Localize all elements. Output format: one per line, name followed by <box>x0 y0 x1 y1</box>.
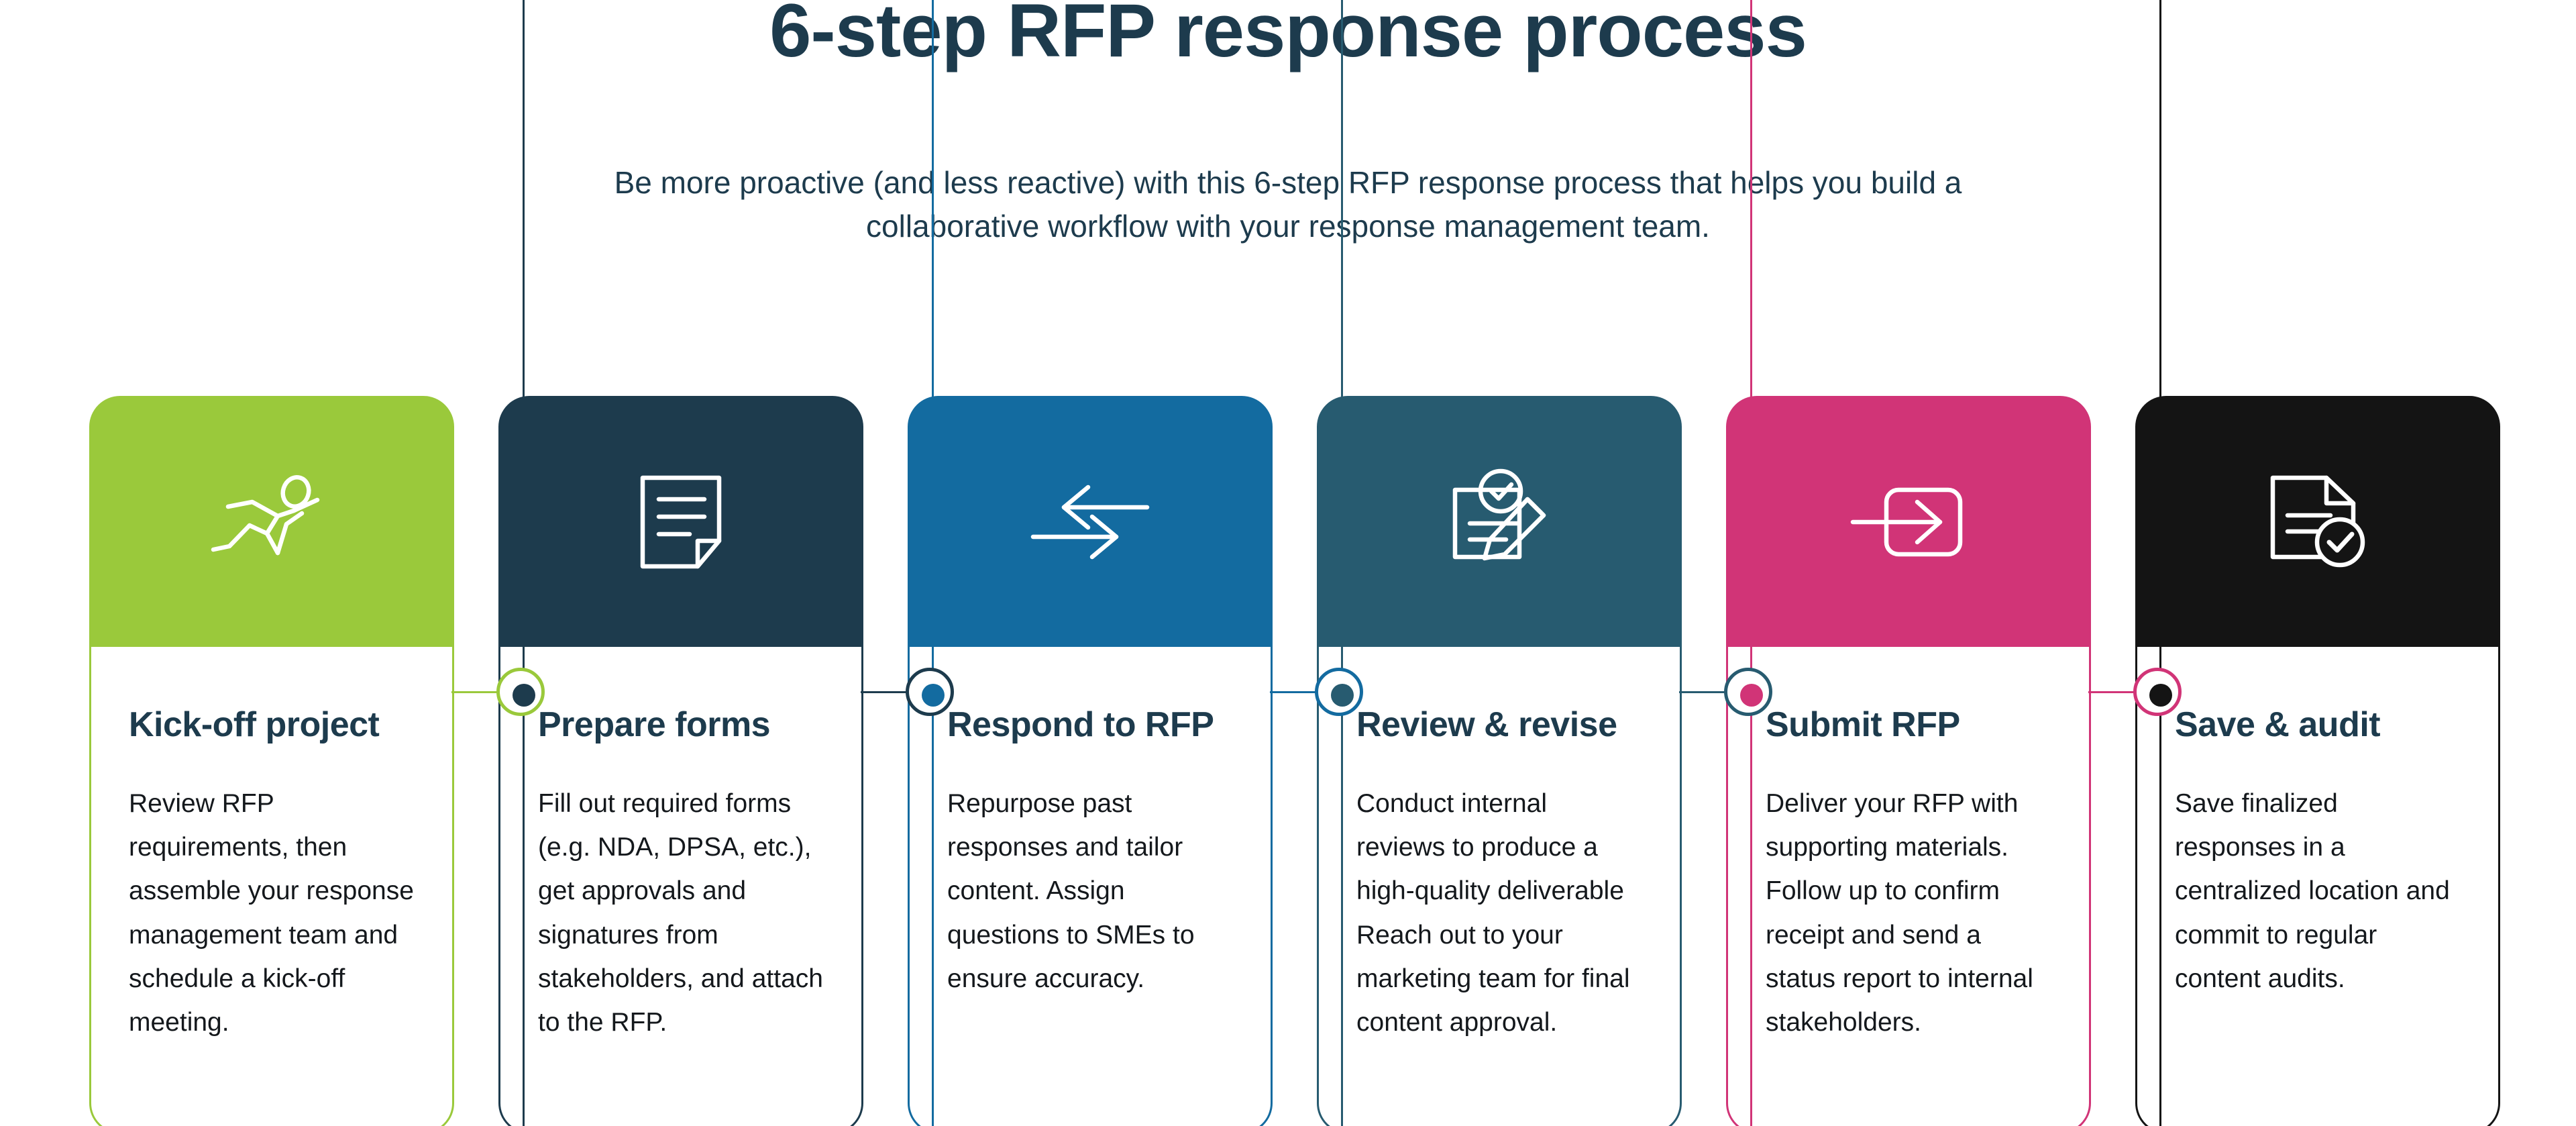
arrow-into-box-icon <box>1845 482 1972 562</box>
step-title-5: Submit RFP <box>1766 705 1960 744</box>
step-description-2: Fill out required forms (e.g. NDA, DPSA,… <box>538 789 823 1037</box>
clipboard-check-pencil-icon <box>1439 468 1560 576</box>
step-description-5: Deliver your RFP with supporting materia… <box>1766 789 2033 1037</box>
step-title-2: Prepare forms <box>538 705 771 744</box>
page-title: 6-step RFP response process <box>769 0 1807 72</box>
step-card-5[interactable]: Submit RFP Deliver your RFP with supporti… <box>1726 396 2091 1126</box>
step-card-body-5: Submit RFP Deliver your RFP with supporti… <box>1726 647 2091 1126</box>
step-card-body-3: Respond to RFP Repurpose past responses a… <box>908 647 1273 1126</box>
step-description-1: Review RFP requirements, then assemble y… <box>129 789 414 1037</box>
step-title-4: Review & revise <box>1356 705 1617 744</box>
step-card-header-5 <box>1726 396 2091 648</box>
exchange-arrows-icon <box>1026 482 1154 562</box>
step-card-header-1 <box>89 396 454 648</box>
step-card-header-4 <box>1317 396 1682 648</box>
step-title-6: Save & audit <box>2175 705 2381 744</box>
step-card-header-2 <box>498 396 863 648</box>
step-description-6: Save finalized responses in a centralize… <box>2175 789 2450 993</box>
page-subtitle: Be more proactive (and less reactive) wi… <box>614 165 1962 244</box>
step-description-4: Conduct internal reviews to produce a hi… <box>1356 789 1630 1037</box>
document-lines-icon <box>631 468 731 576</box>
running-person-icon <box>208 472 335 572</box>
step-description-3: Repurpose past responses and tailor cont… <box>947 789 1195 993</box>
step-card-header-3 <box>908 396 1273 648</box>
step-card-header-6 <box>2135 396 2500 648</box>
step-card-3[interactable]: Respond to RFP Repurpose past responses a… <box>908 396 1273 1126</box>
document-check-icon <box>2261 468 2375 576</box>
step-title-1: Kick-off project <box>129 705 380 744</box>
step-title-3: Respond to RFP <box>947 705 1214 744</box>
